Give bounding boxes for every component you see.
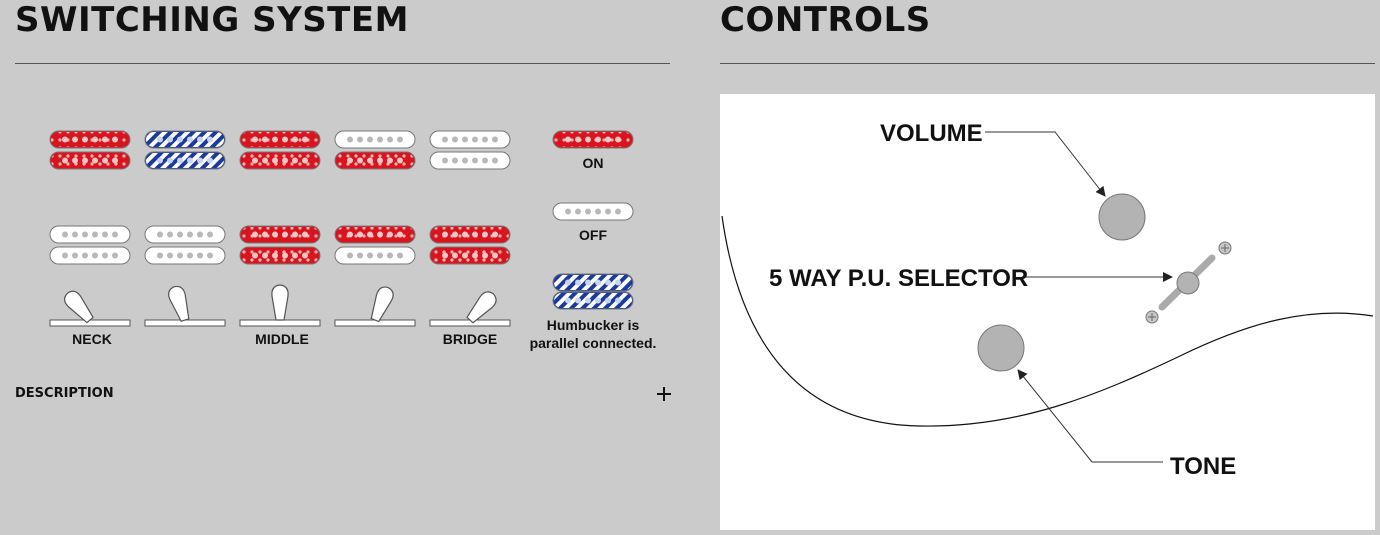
pickup-coil — [49, 246, 131, 265]
tone-label: TONE — [1170, 453, 1236, 480]
selector-lever-icon — [49, 290, 131, 327]
legend-on-coil — [552, 130, 634, 149]
pickup-coil — [49, 225, 131, 244]
volume-label: VOLUME — [880, 120, 983, 147]
pickup-coil — [49, 151, 131, 170]
pickup-coil — [239, 246, 321, 265]
legend-off-coil — [552, 202, 634, 221]
legend-parallel-coil — [552, 291, 634, 310]
pickup-coil — [429, 151, 511, 170]
tone-knob — [977, 324, 1025, 372]
pickup-coil — [429, 130, 511, 149]
position-label-bridge: BRIDGE — [443, 331, 497, 347]
switching-diagram: ON OFF Humbucker is parallel connected. … — [49, 130, 657, 351]
legend-parallel-coil — [552, 273, 634, 292]
position-label-middle: MIDDLE — [255, 331, 309, 347]
pickup-coil — [429, 225, 511, 244]
selector-lever-icon — [334, 286, 416, 327]
legend-parallel-line2: parallel connected. — [530, 335, 657, 351]
description-toggle[interactable]: DESCRIPTION — [15, 383, 671, 405]
volume-pointer — [985, 131, 1106, 197]
controls-divider — [720, 63, 1375, 64]
description-label: DESCRIPTION — [15, 386, 114, 401]
position-label-neck: NECK — [72, 331, 112, 347]
pickup-coil — [49, 130, 131, 149]
pickup-coil — [334, 151, 416, 170]
legend-on-label: ON — [583, 155, 604, 171]
legend-parallel-line1: Humbucker is — [547, 317, 640, 333]
pickup-coil — [429, 246, 511, 265]
controls-title: CONTROLS — [720, 0, 931, 40]
pickup-coil — [334, 246, 416, 265]
controls-diagram: VOLUME 5 WAY P.U. SELECTOR TONE — [720, 94, 1375, 530]
plus-icon[interactable] — [657, 387, 671, 401]
pickup-coil — [144, 246, 226, 265]
pickup-coil — [144, 225, 226, 244]
pickup-coil — [144, 151, 226, 170]
tone-pointer — [1017, 369, 1163, 463]
selector-lever-icon — [239, 284, 321, 327]
pickup-coil — [334, 130, 416, 149]
guitar-body-outline — [721, 215, 1374, 427]
volume-knob — [1098, 193, 1146, 241]
pickup-coil — [239, 151, 321, 170]
selector-lever-icon — [144, 285, 226, 327]
legend-off-label: OFF — [579, 227, 607, 243]
pickup-coil — [239, 225, 321, 244]
pickup-coil — [334, 225, 416, 244]
selector-lever-icon — [429, 291, 511, 327]
pickup-coil — [239, 130, 321, 149]
switching-divider — [15, 63, 670, 64]
selector-label: 5 WAY P.U. SELECTOR — [769, 265, 1028, 292]
pickup-coil — [144, 130, 226, 149]
switching-system-title: SWITCHING SYSTEM — [15, 0, 409, 40]
selector-switch — [1145, 241, 1232, 324]
